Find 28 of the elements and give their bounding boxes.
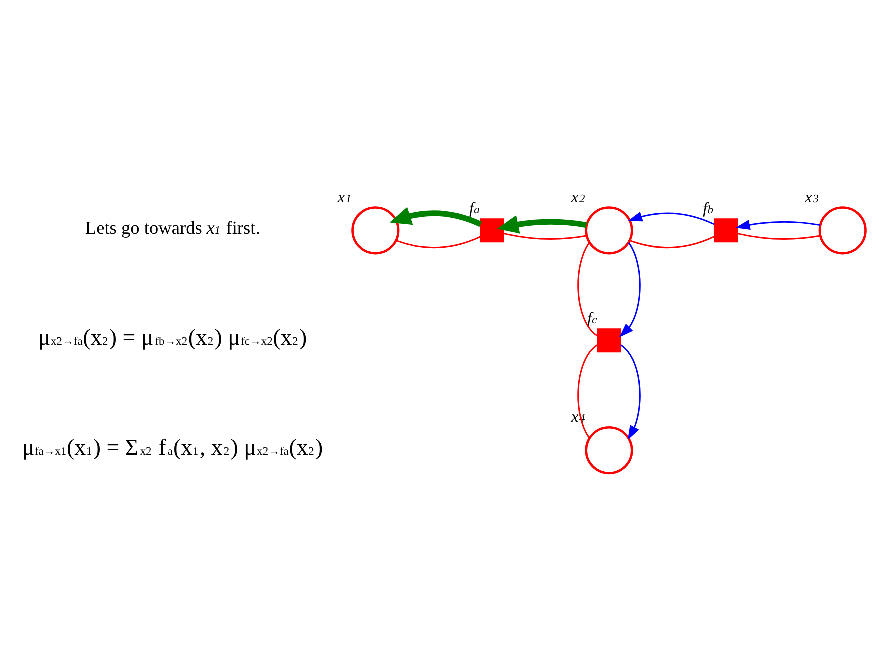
node-label: fc [588,310,598,328]
node-label: x1 [338,188,352,206]
connector [578,242,598,336]
arrow [497,214,588,234]
arrow [619,242,641,338]
connector [396,236,482,248]
arrow [620,344,641,440]
label: μfa→x1(x1) = Σx2 fa(x1, x2) μx2→fa(x2) [22,434,324,460]
connector [504,232,587,240]
node-label: fa [470,200,480,218]
node-box [597,328,622,352]
label: Lets go towards x1 first. [85,217,260,238]
connector [578,344,598,438]
node-circle [585,426,634,474]
connector [738,232,820,240]
node-circle [818,206,867,254]
node-circle [352,206,400,254]
node-label: x3 [805,188,819,206]
arrow [390,206,482,227]
node-label: x2 [571,188,586,206]
arrow [628,212,715,225]
arrow [736,220,820,230]
label: μx2→fa(x2) = μfb→x2(x2) μfc→x2(x2) [38,324,308,350]
node-label: fb [703,200,714,218]
connector [630,236,715,248]
node-circle [585,206,634,254]
node-box [480,218,504,242]
node-box [714,218,738,242]
